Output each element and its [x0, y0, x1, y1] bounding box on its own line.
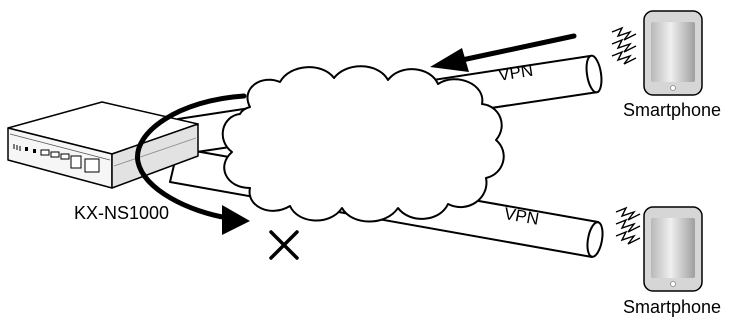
upper-smartphone-label: Smartphone — [623, 100, 722, 120]
lightning-signal-icon — [615, 206, 641, 245]
cloud-icon — [221, 65, 505, 223]
smartphone-icon — [643, 10, 703, 96]
arrow-icon — [430, 33, 577, 72]
pbx-device-icon — [7, 101, 199, 189]
pbx-label: KX-NS1000 — [74, 203, 170, 223]
lower-smartphone-label: Smartphone — [623, 297, 722, 317]
smartphone-icon — [643, 206, 703, 292]
arrow-icon — [135, 93, 250, 235]
cross-mark-icon — [269, 230, 299, 260]
lightning-signal-icon — [611, 26, 637, 65]
